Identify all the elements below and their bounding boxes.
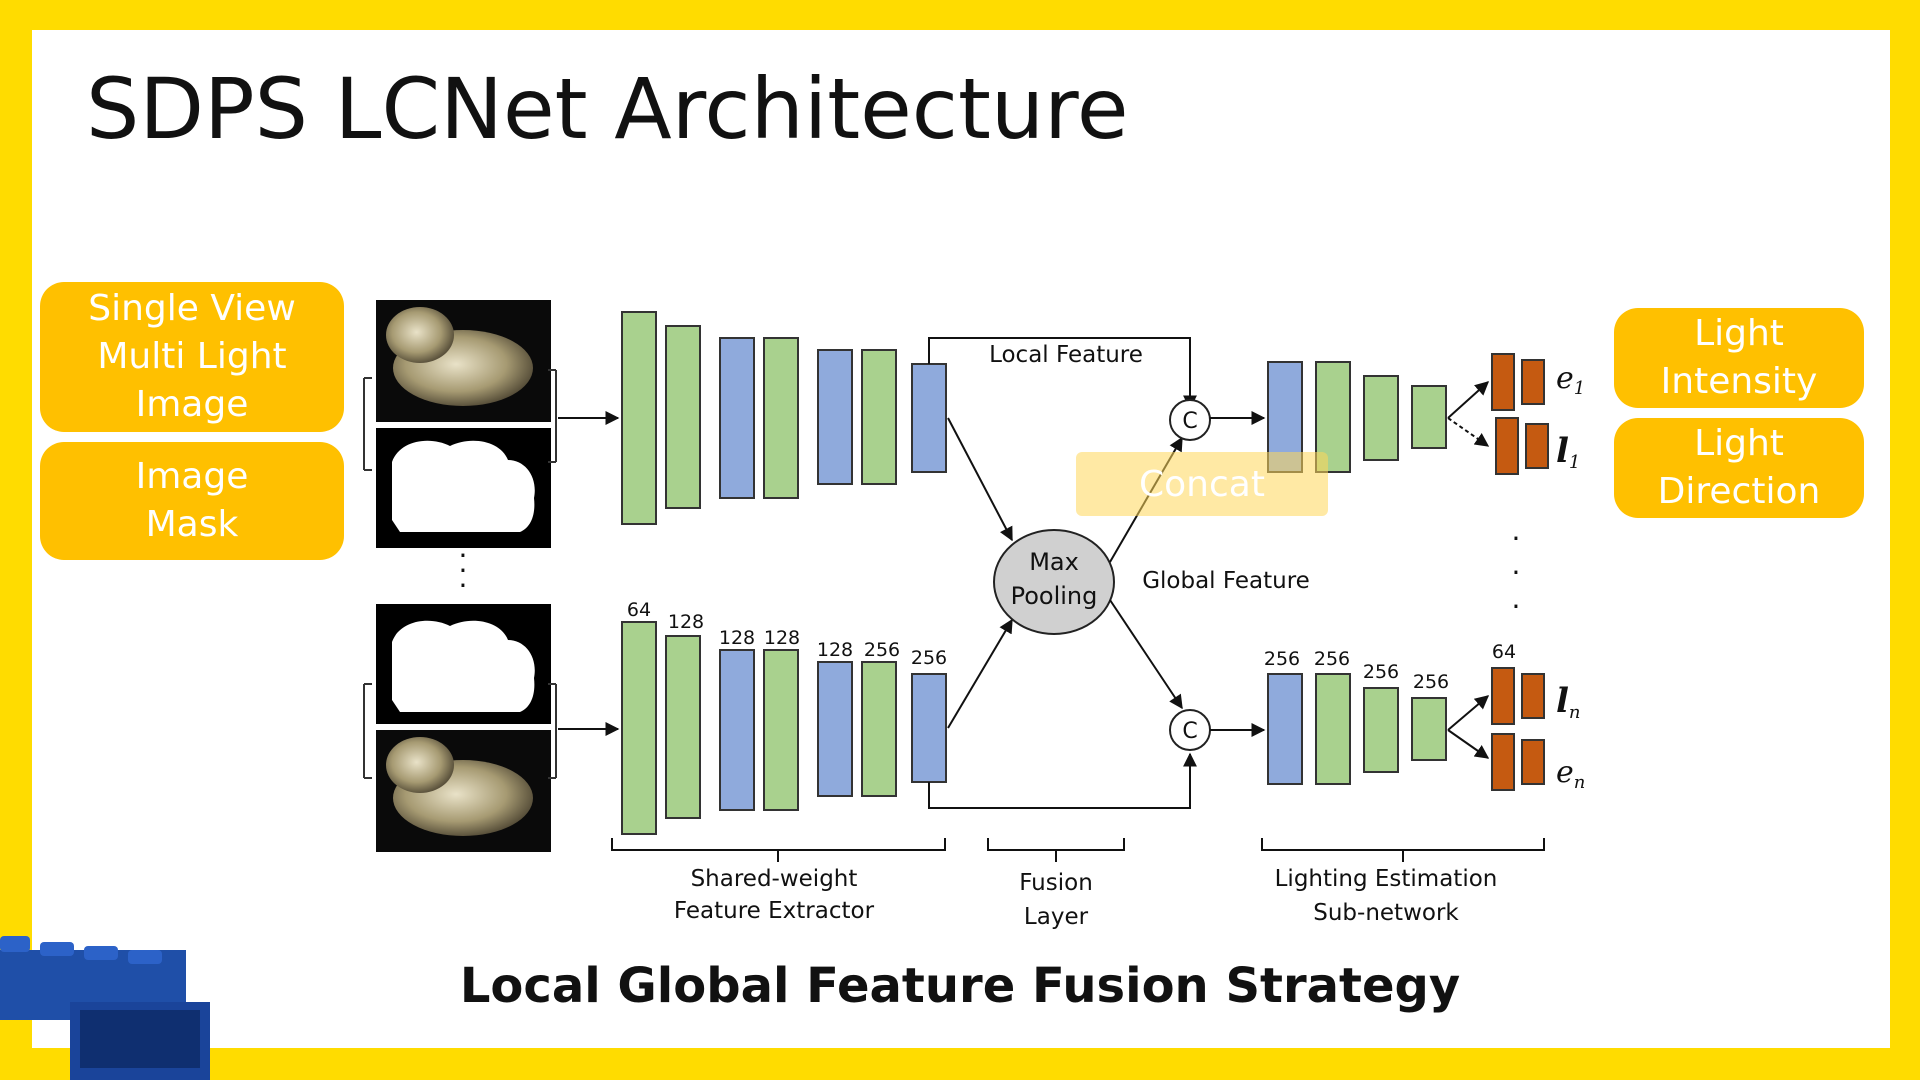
output-e1-label: e1: [1556, 361, 1585, 399]
extractor-bottom-block-4: [763, 649, 799, 811]
output-pill-direction: Light Direction: [1614, 418, 1864, 518]
object-head-1: [386, 307, 454, 363]
output-en-label: en: [1556, 755, 1585, 793]
output-ln-label: ln: [1556, 681, 1581, 723]
head-ellipsis-2: ·: [1512, 556, 1521, 589]
channel-label-3: 128: [719, 627, 755, 649]
estimation-top-block-4: [1411, 385, 1447, 449]
max-pooling-node: [993, 529, 1115, 635]
extractor-label-1: Shared-weight: [691, 866, 858, 892]
output-l1-label: l1: [1556, 431, 1580, 473]
extractor-top-block-4: [763, 337, 799, 499]
mask-silhouette-1: [392, 440, 535, 532]
extractor-bottom-block-5: [817, 661, 853, 797]
input-image-stack-top: [363, 300, 557, 548]
extractor-top-block-1: [621, 311, 657, 525]
slide-subtitle: Local Global Feature Fusion Strategy: [459, 958, 1461, 1014]
pool-input-arrow-bottom: [947, 618, 1013, 729]
extractor-bottom-block-2: [665, 635, 701, 819]
channel-label-4: 128: [764, 627, 800, 649]
input-pill-mask: Image Mask: [40, 442, 344, 560]
max-pooling-label-2: Pooling: [1011, 582, 1098, 610]
concat-symbol-bottom: C: [1182, 719, 1197, 744]
extractor-bottom-block-6: [861, 661, 897, 797]
max-pooling-label-1: Max: [1029, 548, 1079, 576]
extractor-top-block-7: [911, 363, 947, 473]
head-bottom-ln-a: [1491, 667, 1515, 725]
concat-symbol-top: C: [1182, 409, 1197, 434]
feature-extractor-top: [621, 311, 947, 525]
output-pill-intensity: Light Intensity: [1614, 308, 1864, 408]
extractor-label-2: Feature Extractor: [674, 898, 875, 924]
estimation-top-block-3: [1363, 375, 1399, 461]
split-arrow-bottom-1: [1447, 695, 1490, 731]
head-top-l1-b: [1525, 423, 1549, 469]
estimation-label-1: Lighting Estimation: [1275, 866, 1498, 892]
extractor-bottom-block-7: [911, 673, 947, 783]
head-bottom-en-b: [1521, 739, 1545, 785]
channel-label-1: 64: [627, 599, 651, 621]
extractor-top-block-5: [817, 349, 853, 485]
extractor-top-block-6: [861, 349, 897, 485]
extractor-top-block-2: [665, 325, 701, 509]
fusion-label-2: Layer: [1024, 904, 1089, 930]
channel-label-6: 256: [864, 639, 900, 661]
global-feature-label: Global Feature: [1142, 568, 1310, 594]
local-feature-label: Local Feature: [989, 342, 1143, 368]
fusion-label-1: Fusion: [1019, 870, 1093, 896]
estimation-label-2: Sub-network: [1313, 900, 1459, 926]
input-image-stack-bottom: [363, 604, 557, 852]
channel-label-2: 128: [668, 611, 704, 633]
est-channel-label-1: 256: [1264, 648, 1300, 670]
est-channel-label-4: 256: [1413, 671, 1449, 693]
estimation-top-block-2: [1315, 361, 1351, 473]
estimation-bottom-block-3: [1363, 687, 1399, 773]
extractor-bottom-block-3: [719, 649, 755, 811]
output-heads: [1491, 353, 1549, 791]
slide-title: SDPS LCNet Architecture: [86, 60, 1129, 158]
concat-overlay: Concat: [1076, 452, 1328, 516]
head-top-e1-a: [1491, 353, 1515, 411]
mask-silhouette-2: [392, 620, 535, 712]
est-channel-label-5: 64: [1492, 641, 1516, 663]
split-arrow-top-1: [1447, 381, 1490, 419]
stack-ellipsis-1: ·: [459, 539, 468, 572]
estimation-brace: [1261, 838, 1545, 862]
head-top-l1-a: [1495, 417, 1519, 475]
head-bottom-en-a: [1491, 733, 1515, 791]
head-ellipsis-1: ·: [1512, 522, 1521, 555]
est-channel-label-3: 256: [1363, 661, 1399, 683]
concat-node-top: [1169, 399, 1211, 441]
estimation-bottom-block-4: [1411, 697, 1447, 761]
head-top-e1-b: [1521, 359, 1545, 405]
extractor-top-block-3: [719, 337, 755, 499]
local-feature-path-top: [928, 337, 1197, 410]
split-arrow-top-2: [1447, 417, 1490, 447]
object-head-2: [386, 737, 454, 793]
extractor-bottom-block-1: [621, 621, 657, 835]
lego-brick-decoration: [0, 936, 210, 1080]
local-feature-path-bottom: [928, 752, 1197, 809]
fusion-brace: [987, 838, 1125, 862]
estimation-subnet-bottom: [1267, 673, 1447, 785]
estimation-bottom-block-1: [1267, 673, 1303, 785]
input-pill-multilight: Single View Multi Light Image: [40, 282, 344, 432]
estimation-bottom-block-2: [1315, 673, 1351, 785]
extractor-brace: [611, 838, 946, 862]
head-ellipsis-3: ·: [1512, 590, 1521, 623]
head-bottom-ln-b: [1521, 673, 1545, 719]
pool-input-arrow-top: [947, 417, 1013, 542]
stack-ellipsis-2: ·: [459, 554, 468, 587]
est-channel-label-2: 256: [1314, 648, 1350, 670]
channel-label-5: 128: [817, 639, 853, 661]
channel-label-7: 256: [911, 647, 947, 669]
global-feature-arrow-bottom: [1109, 599, 1183, 710]
split-arrow-bottom-2: [1447, 729, 1490, 759]
estimation-subnet-top: [1267, 361, 1447, 473]
feature-extractor-bottom: [621, 621, 947, 835]
stack-ellipsis-3: ·: [459, 569, 468, 602]
